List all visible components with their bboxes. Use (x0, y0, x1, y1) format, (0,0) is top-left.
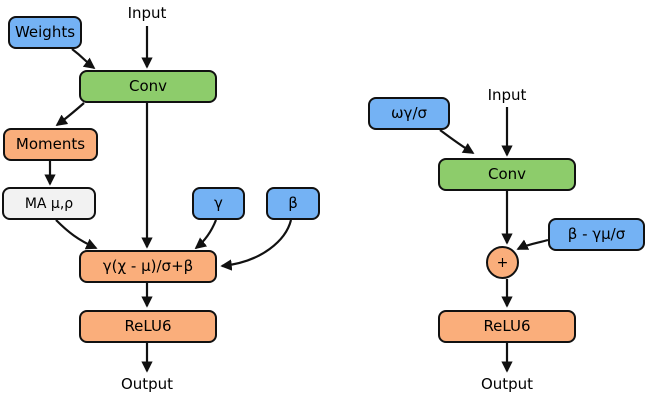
edge-conv-to-moments (55, 102, 85, 127)
edge-ma-to-bnformula (55, 219, 98, 250)
node-moving-average[interactable]: MA μ,ρ (2, 187, 96, 220)
node-batchnorm-formula[interactable]: γ(χ - μ)/σ+β (79, 250, 217, 283)
node-relu6-left[interactable]: ReLU6 (79, 310, 217, 343)
node-add[interactable]: + (486, 246, 519, 279)
label-input-right: Input (487, 86, 527, 104)
node-relu6-right[interactable]: ReLU6 (438, 310, 576, 343)
label-output-left: Output (120, 375, 174, 393)
node-weights[interactable]: Weights (8, 16, 82, 49)
node-gamma[interactable]: γ (192, 187, 245, 220)
node-moments[interactable]: Moments (3, 128, 98, 161)
label-input-left: Input (127, 4, 167, 22)
edge-gamma-to-bnformula (194, 219, 218, 250)
node-conv-right[interactable]: Conv (438, 158, 576, 191)
label-output-right: Output (480, 375, 534, 393)
edge-foldedweights-to-conv (439, 129, 475, 154)
node-folded-bias[interactable]: β - γμ/σ (548, 218, 645, 251)
edge-foldedbias-to-add (516, 238, 549, 250)
node-folded-weights[interactable]: ωγ/σ (368, 97, 450, 130)
edge-weights-to-conv (71, 48, 96, 70)
node-beta[interactable]: β (266, 187, 320, 220)
edge-beta-to-bnformula (220, 219, 293, 271)
node-conv-left[interactable]: Conv (79, 70, 217, 103)
